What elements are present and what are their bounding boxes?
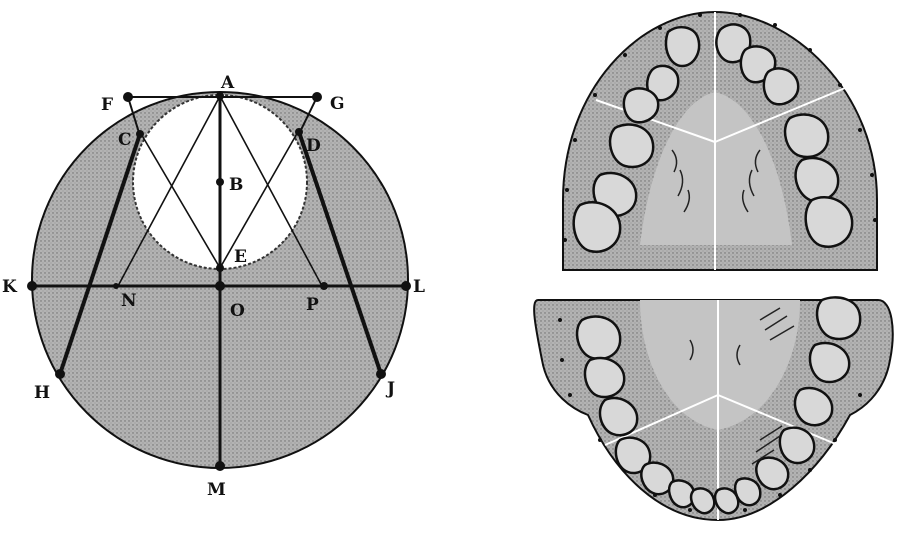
- label-g: G: [330, 94, 345, 114]
- upper-radial-left: [595, 99, 716, 143]
- label-h: H: [34, 383, 50, 403]
- label-e: E: [234, 247, 247, 267]
- lower-radial-right: [717, 394, 839, 446]
- point-d: [295, 128, 303, 136]
- line-fc: [127, 96, 141, 137]
- point-b: [216, 178, 224, 186]
- lower-hatching: [689, 307, 795, 465]
- point-p: [320, 282, 328, 290]
- upper-rugae: [671, 149, 761, 213]
- point-o: [215, 281, 225, 291]
- point-j: [376, 369, 386, 379]
- label-f: F: [101, 95, 113, 115]
- point-k: [27, 281, 37, 291]
- label-k: K: [2, 277, 18, 297]
- line-gd: [298, 96, 318, 135]
- lower-tongue-space: [640, 300, 800, 430]
- label-a: A: [220, 73, 235, 93]
- point-f: [123, 92, 133, 102]
- upper-teeth-right: [715, 23, 854, 249]
- point-l: [401, 281, 411, 291]
- label-o: O: [230, 301, 245, 321]
- point-a: [216, 92, 224, 100]
- label-b: B: [229, 175, 243, 195]
- label-j: J: [385, 379, 395, 399]
- label-d: D: [306, 136, 321, 156]
- label-p: P: [306, 295, 319, 315]
- label-c: C: [118, 130, 132, 150]
- point-c: [136, 130, 144, 138]
- lower-arch-illustration: [533, 296, 894, 522]
- line-ce: [139, 131, 221, 269]
- line-an: [117, 95, 221, 287]
- upper-arch-illustration: [562, 10, 878, 271]
- lower-teeth-right: [713, 296, 862, 515]
- upper-teeth-left: [572, 25, 701, 254]
- line-dj: [297, 131, 383, 375]
- line-ch: [58, 133, 142, 375]
- point-n: [113, 283, 119, 289]
- lower-teeth-left: [575, 315, 716, 515]
- point-e: [216, 264, 224, 272]
- lower-radial-left: [604, 394, 719, 446]
- label-n: N: [121, 291, 137, 311]
- point-m: [215, 461, 225, 471]
- upper-radial-right: [714, 87, 846, 143]
- line-ap: [219, 95, 323, 287]
- label-l: L: [413, 277, 425, 297]
- geometric-construction-diagram: A B C D E F G H J K L M N O P: [2, 73, 425, 500]
- line-de: [219, 129, 300, 269]
- point-g: [312, 92, 322, 102]
- point-h: [55, 369, 65, 379]
- upper-tick-marks: [563, 13, 877, 242]
- label-m: M: [207, 480, 226, 500]
